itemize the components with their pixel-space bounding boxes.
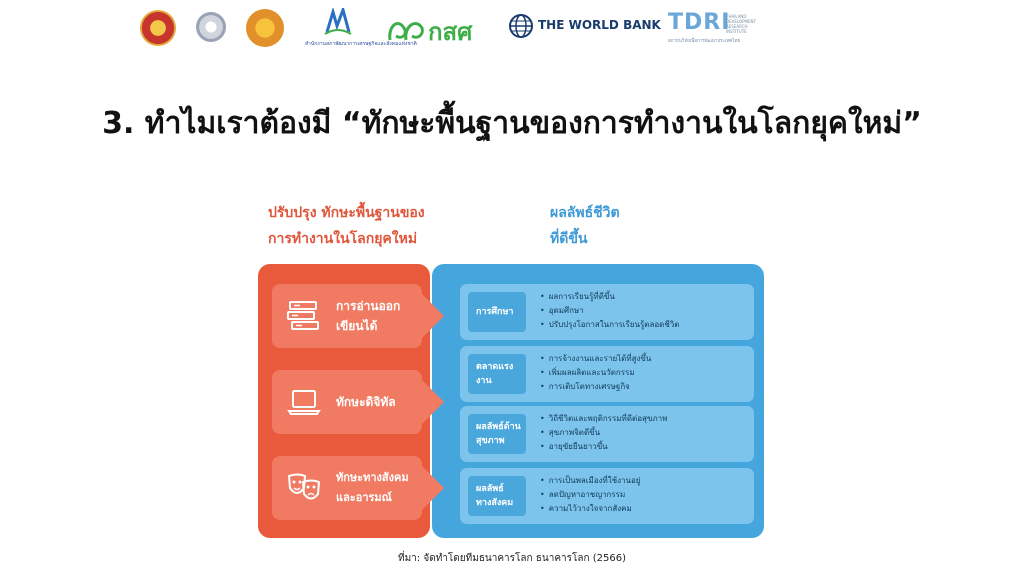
outcomes-heading-line-1: ผลลัพธ์ชีวิต: [550, 205, 620, 221]
outcome-tag: ผลลัพธ์ ทางสังคม: [468, 476, 526, 516]
skills-heading-line-1: ปรับปรุง ทักษะพื้นฐานของ: [268, 205, 425, 221]
outcome-tag-line: ผลลัพธ์ด้าน: [476, 422, 521, 432]
ministry-seal-logo: [140, 10, 176, 46]
outcome-tag-line: ทางสังคม: [476, 498, 514, 508]
skill-label-line: เขียนได้: [336, 319, 378, 333]
outcome-item: ปรับปรุงโอกาสในการเรียนรู้ตลอดชีวิต: [540, 318, 680, 332]
tdri-sub-text: สถาบันวิจัยเพื่อการพัฒนาประเทศไทย: [668, 39, 741, 44]
logo-bar: สำนักงานสภาพัฒนาการเศรษฐกิจและสังคมแห่งช…: [0, 0, 1024, 56]
tdri-logo: TDRI THAILAND DEVELOPMENT RESEARCH INSTI…: [668, 10, 758, 46]
skill-label-social-emotional: ทักษะทางสังคม และอารมณ์: [336, 468, 409, 508]
outcome-tag: ตลาดแรง งาน: [468, 354, 526, 394]
outcome-card-social: ผลลัพธ์ ทางสังคม การเป็นพลเมืองที่ใช้งาน…: [460, 468, 754, 524]
skill-arrow: [422, 466, 444, 510]
outcome-item: สุขภาพจิตดีขึ้น: [540, 426, 667, 440]
nesdc-caption: สำนักงานสภาพัฒนาการเศรษฐกิจและสังคมแห่งช…: [305, 41, 417, 47]
books-icon: [287, 301, 319, 330]
outcome-item: ผลการเรียนรู้ที่ดีขึ้น: [540, 290, 679, 304]
world-bank-logo: THE WORLD BANK: [508, 12, 661, 44]
skill-arrow: [422, 294, 444, 338]
source-note: ที่มา: จัดทำโดยทีมธนาคารโลก ธนาคารโลก (2…: [398, 553, 626, 564]
skill-label-line: และอารมณ์: [336, 491, 392, 504]
outcome-card-labor-market: ตลาดแรง งาน การจ้างงานและรายได้ที่สูงขึ้…: [460, 346, 754, 402]
laptop-icon: [287, 390, 321, 415]
globe-icon: [509, 14, 533, 38]
eef-mark-icon: [388, 22, 424, 41]
world-bank-text: THE WORLD BANK: [538, 18, 661, 32]
outcome-item: อุดมศึกษา: [540, 304, 679, 318]
outcome-tag-line: สุขภาพ: [476, 436, 505, 446]
outcome-item: วิถีชีวิตและพฤติกรรมที่ดีต่อสุขภาพ: [540, 412, 668, 426]
skill-card-literacy: การอ่านออก เขียนได้: [272, 284, 422, 348]
outcome-tag-line: งาน: [476, 376, 492, 386]
skill-label-line: ทักษะทางสังคม: [336, 471, 409, 484]
outcome-card-health: ผลลัพธ์ด้าน สุขภาพ วิถีชีวิตและพฤติกรรมท…: [460, 406, 754, 462]
outcome-item: อายุขัยยืนยาวขึ้น: [540, 440, 667, 454]
outcome-item: การเป็นพลเมืองที่ใช้งานอยู่: [540, 474, 641, 488]
tdri-text: TDRI: [668, 10, 731, 35]
outcome-list: การเป็นพลเมืองที่ใช้งานอยู่ ลดปัญหาอาชญา…: [540, 474, 641, 516]
outcome-tag: ผลลัพธ์ด้าน สุขภาพ: [468, 414, 526, 454]
nesdc-mark-icon: [324, 8, 352, 35]
outcome-list: ผลการเรียนรู้ที่ดีขึ้น อุดมศึกษา ปรับปรุ…: [540, 290, 680, 332]
outcomes-heading: ผลลัพธ์ชีวิต ที่ดีขึ้น: [550, 200, 670, 252]
outcome-list: การจ้างงานและรายได้ที่สูงขึ้น เพิ่มผลผลิ…: [540, 352, 652, 394]
outcome-item: การเติบโตทางเศรษฐกิจ: [540, 380, 651, 394]
outcome-item: ลดปัญหาอาชญากรรม: [540, 488, 641, 502]
skill-label-digital: ทักษะดิจิทัล: [336, 392, 396, 412]
outcome-tag-line: ตลาดแรง: [476, 362, 514, 372]
outcome-item: ความไว้วางใจจากสังคม: [540, 502, 641, 516]
slide-title: 3. ทำไมเราต้องมี “ทักษะพื้นฐานของการทำงา…: [102, 106, 922, 141]
nesdc-logo: สำนักงานสภาพัฒนาการเศรษฐกิจและสังคมแห่งช…: [305, 8, 417, 50]
outcome-list: วิถีชีวิตและพฤติกรรมที่ดีต่อสุขภาพ สุขภา…: [540, 412, 668, 454]
skill-card-social-emotional: ทักษะทางสังคม และอารมณ์: [272, 456, 422, 520]
eef-text: กสศ: [428, 18, 473, 46]
outcome-tag-line: ผลลัพธ์: [476, 484, 504, 494]
skills-heading-line-2: การทำงานในโลกยุคใหม่: [268, 231, 418, 247]
eef-logo: กสศ: [386, 10, 482, 46]
tdri-side-text: THAILAND DEVELOPMENT RESEARCH INSTITUTE: [726, 14, 756, 34]
ministry-seal-logo-2: [196, 12, 226, 42]
outcome-item: การจ้างงานและรายได้ที่สูงขึ้น: [540, 352, 652, 366]
outcome-item: เพิ่มผลผลิตและนวัตกรรม: [540, 366, 651, 380]
outcome-tag-line: การศึกษา: [476, 307, 514, 317]
outcomes-heading-line-2: ที่ดีขึ้น: [550, 231, 588, 247]
skill-label-line: การอ่านออก: [336, 299, 401, 313]
ministry-seal-logo-3: [246, 9, 284, 47]
skill-arrow: [422, 380, 444, 424]
outcome-card-education: การศึกษา ผลการเรียนรู้ที่ดีขึ้น อุดมศึกษ…: [460, 284, 754, 340]
skill-label-line: ทักษะดิจิทัล: [336, 395, 396, 409]
outcome-tag: การศึกษา: [468, 292, 526, 332]
theater-masks-icon: [287, 473, 321, 500]
skill-label-literacy: การอ่านออก เขียนได้: [336, 296, 400, 336]
skills-heading: ปรับปรุง ทักษะพื้นฐานของ การทำงานในโลกยุ…: [268, 200, 468, 252]
skill-card-digital: ทักษะดิจิทัล: [272, 370, 422, 434]
